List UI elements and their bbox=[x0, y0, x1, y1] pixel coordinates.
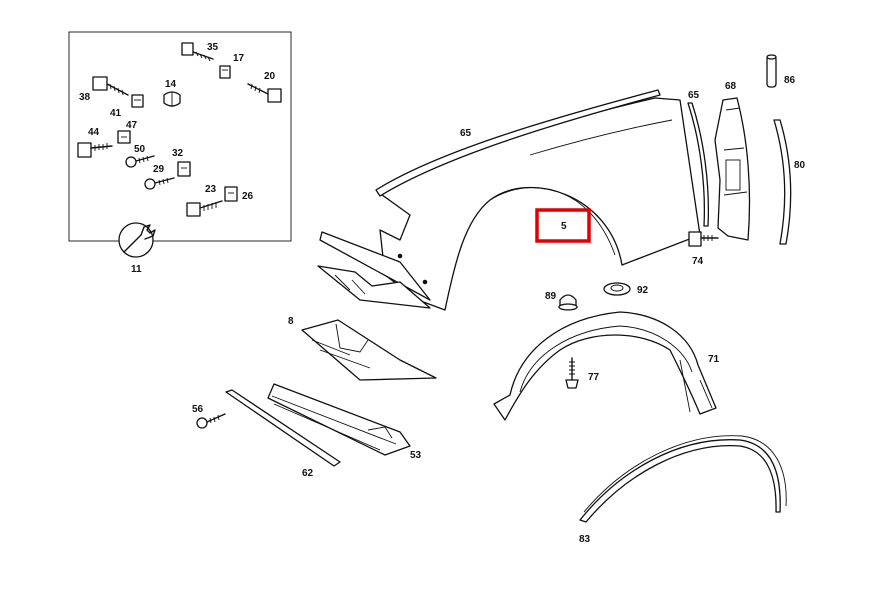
clip-47-icon bbox=[117, 130, 131, 144]
label-65a: 65 bbox=[460, 128, 472, 139]
label-68: 68 bbox=[725, 81, 737, 92]
clip-26-icon bbox=[224, 186, 238, 202]
clip-17-icon bbox=[219, 65, 231, 79]
plug-89-icon bbox=[558, 294, 578, 311]
label-26: 26 bbox=[242, 191, 254, 202]
label-65b: 65 bbox=[688, 90, 700, 101]
label-53: 53 bbox=[410, 450, 422, 461]
seal-strip-65-vertical bbox=[687, 102, 709, 227]
seal-strip-65 bbox=[375, 89, 661, 197]
screw-29-icon bbox=[144, 177, 175, 190]
label-74: 74 bbox=[692, 256, 704, 267]
grommet-92-icon bbox=[603, 282, 631, 296]
bolt-44-icon bbox=[77, 142, 113, 158]
label-62: 62 bbox=[302, 468, 314, 479]
seal-strip-80 bbox=[773, 119, 792, 245]
screw-56-icon bbox=[196, 413, 226, 429]
bolt-20-icon bbox=[247, 83, 282, 103]
hardware-box-frame bbox=[68, 31, 292, 242]
trim-strip-62 bbox=[225, 389, 341, 467]
label-14: 14 bbox=[165, 79, 177, 90]
pin-86 bbox=[766, 54, 777, 88]
label-83: 83 bbox=[579, 534, 591, 545]
screw-77-icon bbox=[565, 357, 579, 389]
label-50: 50 bbox=[134, 144, 146, 155]
label-71: 71 bbox=[708, 354, 720, 365]
wheel-housing-71 bbox=[493, 311, 717, 421]
nut-41-icon bbox=[131, 94, 144, 108]
label-32: 32 bbox=[172, 148, 184, 159]
wrench-icon bbox=[118, 222, 156, 258]
label-35: 35 bbox=[207, 42, 219, 53]
arch-trim-83 bbox=[579, 435, 787, 523]
label-86: 86 bbox=[784, 75, 796, 86]
label-29: 29 bbox=[153, 164, 165, 175]
label-89: 89 bbox=[545, 291, 557, 302]
clip-32-icon bbox=[177, 161, 191, 177]
bolt-74-icon bbox=[688, 231, 719, 247]
upper-bumper-trim bbox=[317, 231, 431, 309]
bolt-38-icon bbox=[92, 76, 129, 96]
bolt-35-icon bbox=[181, 42, 214, 62]
label-8: 8 bbox=[288, 316, 294, 327]
bolt-23-icon bbox=[186, 200, 223, 217]
hardware-box: 35 17 38 14 20 4 bbox=[68, 31, 292, 275]
bracket-68 bbox=[714, 97, 751, 241]
label-20: 20 bbox=[264, 71, 276, 82]
label-56: 56 bbox=[192, 404, 204, 415]
label-47: 47 bbox=[126, 120, 138, 131]
label-23: 23 bbox=[205, 184, 217, 195]
plug-14-icon bbox=[163, 91, 181, 107]
label-80: 80 bbox=[794, 160, 806, 171]
label-77: 77 bbox=[588, 372, 600, 383]
label-41: 41 bbox=[110, 108, 122, 119]
label-38: 38 bbox=[79, 92, 91, 103]
label-44: 44 bbox=[88, 127, 100, 138]
label-5: 5 bbox=[561, 221, 567, 232]
label-92: 92 bbox=[637, 285, 649, 296]
grille-53 bbox=[267, 383, 411, 456]
screw-50-icon bbox=[125, 155, 155, 168]
highlight-part-5 bbox=[535, 208, 591, 243]
label-17: 17 bbox=[233, 53, 245, 64]
spoiler-8 bbox=[301, 319, 437, 381]
label-11: 11 bbox=[131, 264, 142, 275]
